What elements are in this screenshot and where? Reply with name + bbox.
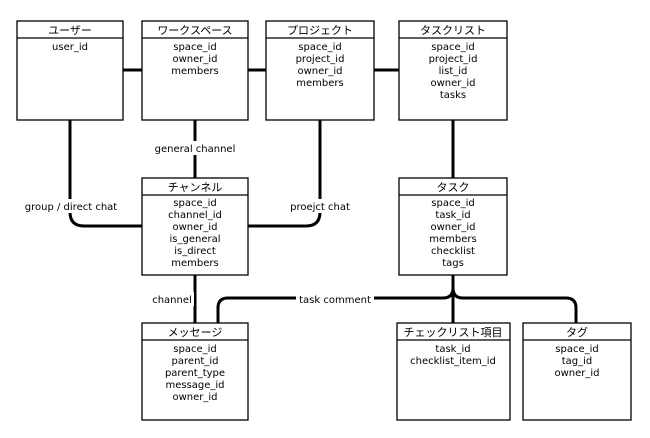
entity-field: members <box>296 78 343 89</box>
entity-field: is_direct <box>174 246 216 257</box>
entity-channel[interactable]: チャンネル space_id channel_id owner_id is_ge… <box>141 177 249 276</box>
entity-tag[interactable]: タグ space_id tag_id owner_id <box>522 322 632 421</box>
entity-title: タスク <box>437 181 470 194</box>
entity-field: tag_id <box>562 356 593 367</box>
entity-title: タグ <box>566 325 588 339</box>
entity-field: user_id <box>52 42 88 53</box>
entity-field: space_id <box>173 198 216 209</box>
entity-field: task_id <box>435 344 470 355</box>
entity-field: project_id <box>296 54 345 65</box>
edge-labels: general channel group / direct chat proe… <box>24 141 374 306</box>
entity-field: members <box>171 258 218 269</box>
entity-title: チェックリスト項目 <box>404 326 503 339</box>
entity-tasklist[interactable]: タスクリスト space_id project_id list_id owner… <box>398 20 508 121</box>
entity-field: space_id <box>298 42 341 53</box>
entity-field: tasks <box>440 90 466 101</box>
entity-field: is_general <box>170 234 221 245</box>
edge-label-project-chat: proejct chat <box>290 202 350 213</box>
entity-title: ワークスペース <box>157 24 232 37</box>
entity-field: message_id <box>165 380 224 391</box>
edge-task-tag <box>451 287 578 323</box>
entity-title: タスクリスト <box>420 24 486 37</box>
entity-field: owner_id <box>297 66 342 77</box>
entity-field: space_id <box>555 344 598 355</box>
entity-field: checklist_item_id <box>410 356 496 367</box>
entity-field: owner_id <box>172 222 217 233</box>
entity-field: space_id <box>431 42 474 53</box>
entity-title: チャンネル <box>168 181 223 194</box>
entity-user[interactable]: ユーザー user_id <box>16 20 124 121</box>
entity-field: owner_id <box>172 54 217 65</box>
entity-title: プロジェクト <box>287 24 353 37</box>
entity-field: owner_id <box>430 78 475 89</box>
entity-title: ユーザー <box>48 24 92 37</box>
entity-field: checklist <box>431 246 475 257</box>
entity-project[interactable]: プロジェクト space_id project_id owner_id memb… <box>265 20 375 121</box>
entity-field: project_id <box>429 54 478 65</box>
entity-field: owner_id <box>430 222 475 233</box>
entity-field: members <box>429 234 476 245</box>
entity-field: task_id <box>435 210 470 221</box>
entity-field: channel_id <box>168 210 222 221</box>
entity-checklist-item[interactable]: チェックリスト項目 task_id checklist_item_id <box>396 322 511 421</box>
entity-field: tags <box>442 258 464 269</box>
entity-field: list_id <box>439 66 468 77</box>
entity-field: members <box>171 66 218 77</box>
entity-field: owner_id <box>172 392 217 403</box>
entity-task[interactable]: タスク space_id task_id owner_id members ch… <box>398 177 508 276</box>
edge-label-task-comment: task comment <box>299 295 371 306</box>
entity-field: space_id <box>431 198 474 209</box>
edge-label-group-direct-chat: group / direct chat <box>25 202 118 213</box>
entity-field: space_id <box>173 344 216 355</box>
entity-field: owner_id <box>554 368 599 379</box>
entity-message[interactable]: メッセージ space_id parent_id parent_type mes… <box>141 322 249 421</box>
edge-label-general-channel: general channel <box>155 144 236 155</box>
edge-label-channel: channel <box>152 295 192 306</box>
entity-workspace[interactable]: ワークスペース space_id owner_id members <box>141 20 249 121</box>
entity-field: parent_id <box>172 356 219 367</box>
entity-title: メッセージ <box>168 326 223 339</box>
entity-field: parent_type <box>165 368 225 379</box>
entity-field: space_id <box>173 42 216 53</box>
